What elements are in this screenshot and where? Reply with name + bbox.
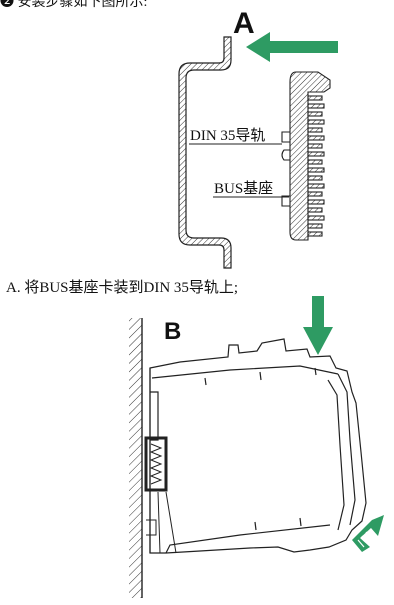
figure-a-letter: A <box>233 7 255 40</box>
insert-direction-arrow <box>246 32 338 62</box>
bus-base-label: BUS基座 <box>214 180 273 197</box>
din-rail-label: DIN 35导轨 <box>190 127 265 144</box>
intro-line: ❷ 安装步骤如下图所示: <box>0 0 148 10</box>
rotate-arrow <box>352 515 384 552</box>
bus-base-profile <box>281 71 331 241</box>
din-rail-profile <box>178 36 232 269</box>
din-rail-latch <box>144 436 177 554</box>
mounting-wall <box>129 318 143 598</box>
figure-a-din-rail-diagram: A <box>178 7 338 269</box>
step-a-caption: A. 将BUS基座卡装到DIN 35导轨上; <box>6 280 239 296</box>
module-housing <box>149 338 367 554</box>
press-down-arrow <box>303 296 333 355</box>
figure-b-letter: B <box>164 318 181 345</box>
